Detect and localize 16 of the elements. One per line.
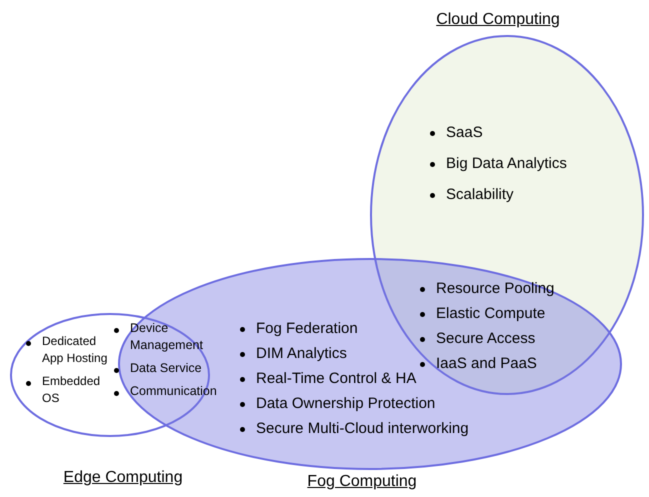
set-title: Fog Computing: [306, 472, 418, 492]
bullet-item: Elastic Compute: [418, 304, 598, 324]
bullet-item: Embedded OS: [24, 373, 114, 407]
bullet-item: Device Management: [112, 320, 214, 354]
bullet-item: Scalability: [428, 185, 628, 205]
bullet-item: Secure Multi-Cloud interworking: [238, 419, 538, 439]
bullet-item: Communication: [112, 383, 214, 400]
set-title: Cloud Computing: [435, 10, 561, 30]
bullet-item: Big Data Analytics: [428, 154, 628, 174]
bullet-item: Resource Pooling: [418, 279, 598, 299]
bullet-item: Data Service: [112, 360, 214, 377]
bullet-item: SaaS: [428, 123, 628, 143]
bullet-item: Secure Access: [418, 329, 598, 349]
bullet-item: Data Ownership Protection: [238, 394, 538, 414]
bullet-item: Dedicated App Hosting: [24, 333, 114, 367]
set-title: Edge Computing: [62, 468, 184, 488]
